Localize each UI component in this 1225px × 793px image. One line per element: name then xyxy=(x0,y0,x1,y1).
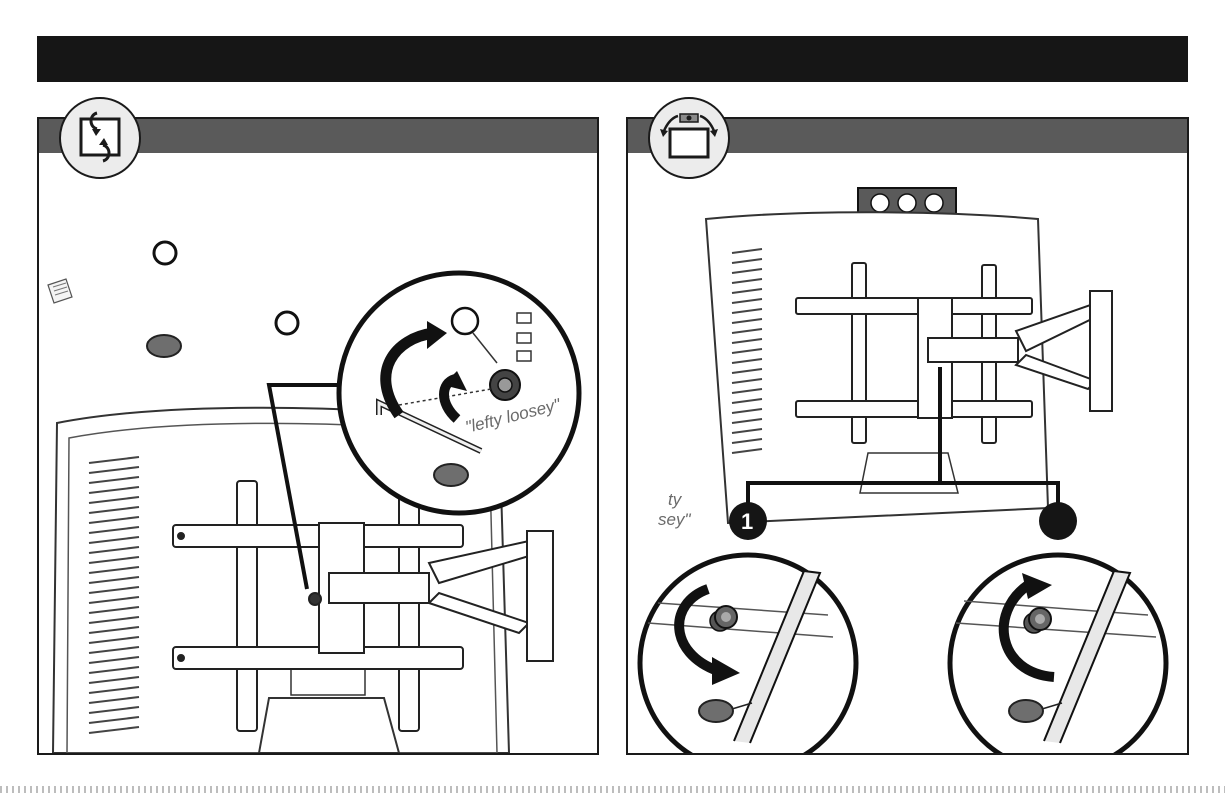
magnified-detail-step-two xyxy=(950,555,1166,753)
page-bottom-edge xyxy=(0,786,1225,793)
step-number-one: 1 xyxy=(729,502,767,540)
hardware-gray-marker xyxy=(147,335,181,357)
top-title-bar xyxy=(37,36,1188,82)
reference-circle-marker xyxy=(154,242,176,264)
hardware-gray-marker xyxy=(1009,700,1043,722)
lefty-loosey-callout-partial: ty xyxy=(668,490,683,509)
note-icon xyxy=(48,279,72,303)
magnified-detail-left: "lefty loosey" xyxy=(339,273,579,513)
hardware-gray-marker xyxy=(699,700,733,722)
hardware-gray-marker xyxy=(434,464,468,486)
magnified-detail-step-one xyxy=(640,555,856,753)
step-number-two-marker xyxy=(1039,502,1077,540)
right-illustration: ty sey" 1 xyxy=(628,153,1187,753)
lefty-loosey-callout-partial: sey" xyxy=(658,510,691,529)
left-illustration: "lefty loosey" xyxy=(39,153,597,753)
reference-circle-marker xyxy=(276,312,298,334)
step-number-one-label: 1 xyxy=(741,509,753,534)
reference-circle-marker xyxy=(452,308,478,334)
